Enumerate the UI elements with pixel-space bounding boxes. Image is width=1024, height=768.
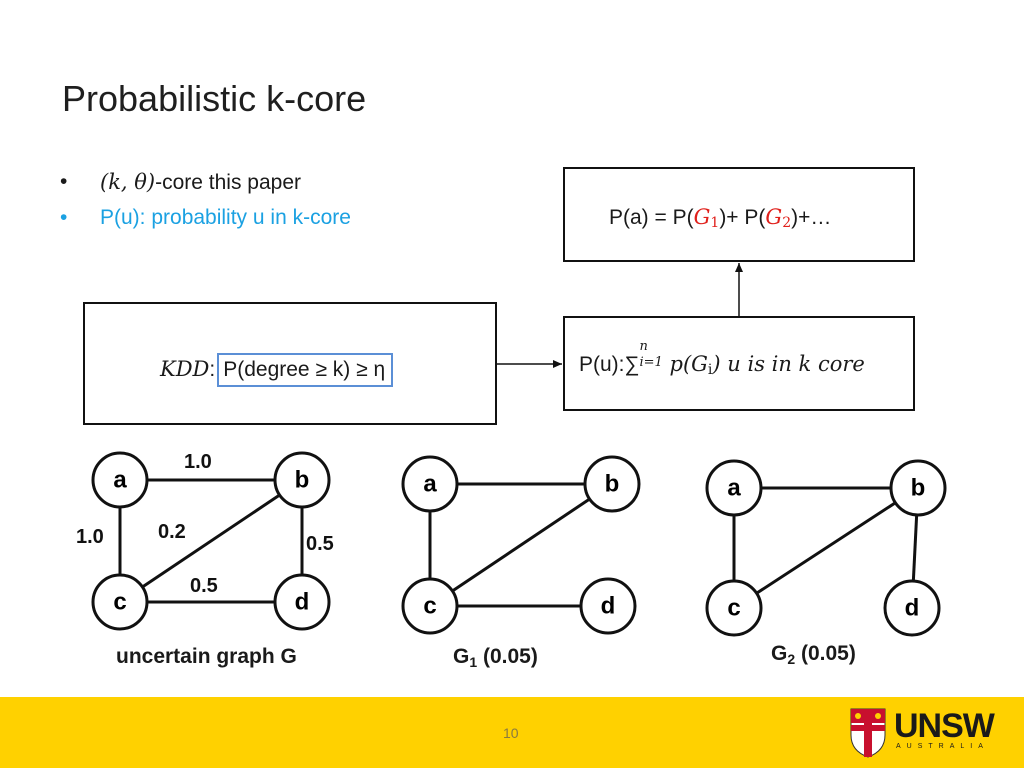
node-a: a bbox=[91, 451, 149, 509]
g1-subscript: 1 bbox=[710, 215, 720, 231]
node-c: c bbox=[401, 577, 459, 635]
node-a: a bbox=[401, 455, 459, 513]
pu-expression: p(G bbox=[669, 352, 708, 376]
pa-formula-box: P(a) = P(G1)+ P(G2)+… bbox=[563, 167, 915, 262]
sum-upper-limit: n bbox=[639, 339, 648, 354]
node-d: d bbox=[883, 579, 941, 637]
unsw-logo: UNSW AUSTRALIA bbox=[848, 705, 1008, 759]
weight-c-b: 0.2 bbox=[158, 521, 186, 543]
bullet-text: -core this paper bbox=[155, 171, 302, 194]
caption-g2-subscript: 2 bbox=[787, 651, 796, 667]
sum-lower-limit: i=1 bbox=[639, 355, 663, 370]
weight-c-d: 0.5 bbox=[190, 575, 218, 597]
caption-g2-letter: G bbox=[771, 642, 788, 665]
caption-uncertain-graph: uncertain graph G bbox=[116, 645, 297, 668]
edge-c-b bbox=[119, 478, 303, 604]
graph-g2: a b c d bbox=[705, 459, 947, 637]
g2-letter: G bbox=[765, 205, 783, 229]
edge-c-b bbox=[429, 482, 613, 608]
pu-expression-subscript: i bbox=[707, 362, 713, 378]
logo-subtext: AUSTRALIA bbox=[896, 743, 989, 750]
pu-formula: P(u):∑ n i=1 p(Gi) u is in k core bbox=[579, 339, 865, 378]
bullet-list: • (k, θ)-core this paper • P(u): probabi… bbox=[60, 168, 351, 240]
logo-wordmark: UNSW bbox=[894, 707, 995, 745]
bullet-marker: • bbox=[60, 170, 68, 193]
kdd-box: KDD: P(degree ≥ k) ≥ η bbox=[83, 302, 497, 425]
k-theta-math: (k, θ) bbox=[100, 170, 156, 194]
node-c: c bbox=[91, 573, 149, 631]
bullet-marker: • bbox=[60, 206, 68, 229]
bullet-item-k-theta-core: • (k, θ)-core this paper bbox=[60, 168, 351, 204]
node-d: d bbox=[273, 573, 331, 631]
node-c: c bbox=[705, 579, 763, 637]
graph-g1: a b c d bbox=[401, 455, 641, 635]
pa-formula: P(a) = P(G1)+ P(G2)+… bbox=[609, 205, 831, 231]
edge-c-b bbox=[733, 486, 919, 610]
node-b-label: b bbox=[605, 471, 620, 498]
node-b-label: b bbox=[295, 467, 310, 494]
kdd-colon: : bbox=[209, 358, 216, 381]
caption-g2-probability: (0.05) bbox=[795, 642, 856, 665]
weight-b-d: 0.5 bbox=[306, 533, 334, 555]
node-a: a bbox=[705, 459, 763, 517]
caption-g2: G2 (0.05) bbox=[771, 642, 856, 667]
page-number: 10 bbox=[503, 725, 519, 741]
weight-a-c: 1.0 bbox=[76, 526, 104, 548]
g1-symbol: G1 bbox=[693, 205, 720, 231]
node-a-label: a bbox=[423, 471, 437, 498]
unsw-crest-icon bbox=[850, 708, 886, 758]
node-d-label: d bbox=[905, 595, 920, 622]
kdd-condition-highlight: P(degree ≥ k) ≥ η bbox=[217, 353, 394, 387]
node-c-label: c bbox=[423, 593, 436, 620]
caption-g1-letter: G bbox=[453, 645, 470, 668]
node-b: b bbox=[583, 455, 641, 513]
pu-formula-box: P(u):∑ n i=1 p(Gi) u is in k core bbox=[563, 316, 915, 411]
weight-a-b: 1.0 bbox=[184, 451, 212, 473]
flow-arrows bbox=[497, 263, 743, 368]
pa-suffix: )+… bbox=[791, 206, 832, 229]
node-c-label: c bbox=[727, 595, 740, 622]
node-b: b bbox=[889, 459, 947, 517]
footer-bar: 10 UNSW AUSTRALIA bbox=[0, 697, 1024, 768]
bullet-item-pu: • P(u): probability u in k-core bbox=[60, 204, 351, 240]
node-b: b bbox=[273, 451, 331, 509]
node-c-label: c bbox=[113, 589, 126, 616]
kdd-condition: P(degree ≥ k) ≥ η bbox=[223, 358, 386, 381]
pu-expression-tail: ) u is in k core bbox=[712, 352, 865, 376]
kdd-formula: KDD: P(degree ≥ k) ≥ η bbox=[160, 353, 394, 387]
caption-g1-subscript: 1 bbox=[469, 654, 478, 670]
node-a-label: a bbox=[727, 475, 741, 502]
node-b-label: b bbox=[911, 475, 926, 502]
node-a-label: a bbox=[113, 467, 127, 494]
caption-g1: G1 (0.05) bbox=[453, 645, 538, 670]
bullet-text: P(u): probability u in k-core bbox=[100, 206, 351, 229]
node-d: d bbox=[579, 577, 637, 635]
pa-prefix: P(a) = P( bbox=[609, 206, 694, 229]
pa-mid: )+ P( bbox=[719, 206, 766, 229]
pu-prefix: P(u): bbox=[579, 353, 625, 376]
node-d-label: d bbox=[601, 593, 616, 620]
g2-symbol: G2 bbox=[765, 205, 792, 231]
uncertain-graph: 1.0 1.0 0.2 0.5 0.5 a b c d bbox=[76, 451, 334, 631]
g1-letter: G bbox=[693, 205, 711, 229]
g2-subscript: 2 bbox=[782, 215, 792, 231]
caption-g1-probability: (0.05) bbox=[477, 645, 538, 668]
node-d-label: d bbox=[295, 589, 310, 616]
slide-title: Probabilistic k-core bbox=[62, 78, 367, 119]
sum-symbol: ∑ bbox=[624, 353, 640, 376]
kdd-label: KDD bbox=[160, 357, 210, 381]
